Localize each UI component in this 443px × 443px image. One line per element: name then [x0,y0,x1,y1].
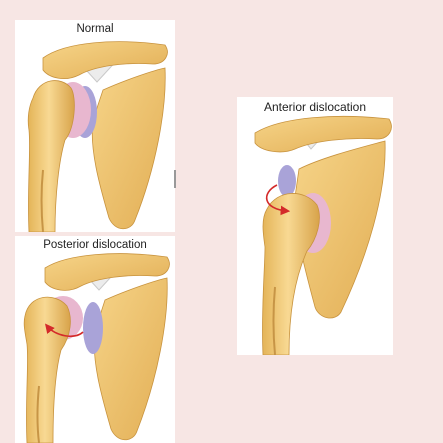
posterior-dislocation-panel: Posterior dislocation [15,236,175,443]
scroll-indicator [174,170,176,188]
anterior-dislocation-panel: Anterior dislocation [237,97,393,355]
normal-shoulder-panel: Normal [15,20,175,232]
posterior-dislocation-illustration [15,236,175,443]
anterior-label: Anterior dislocation [237,100,393,114]
normal-shoulder-illustration [15,20,175,232]
normal-label: Normal [15,23,175,35]
posterior-label: Posterior dislocation [15,239,175,251]
anterior-dislocation-illustration [237,97,393,355]
